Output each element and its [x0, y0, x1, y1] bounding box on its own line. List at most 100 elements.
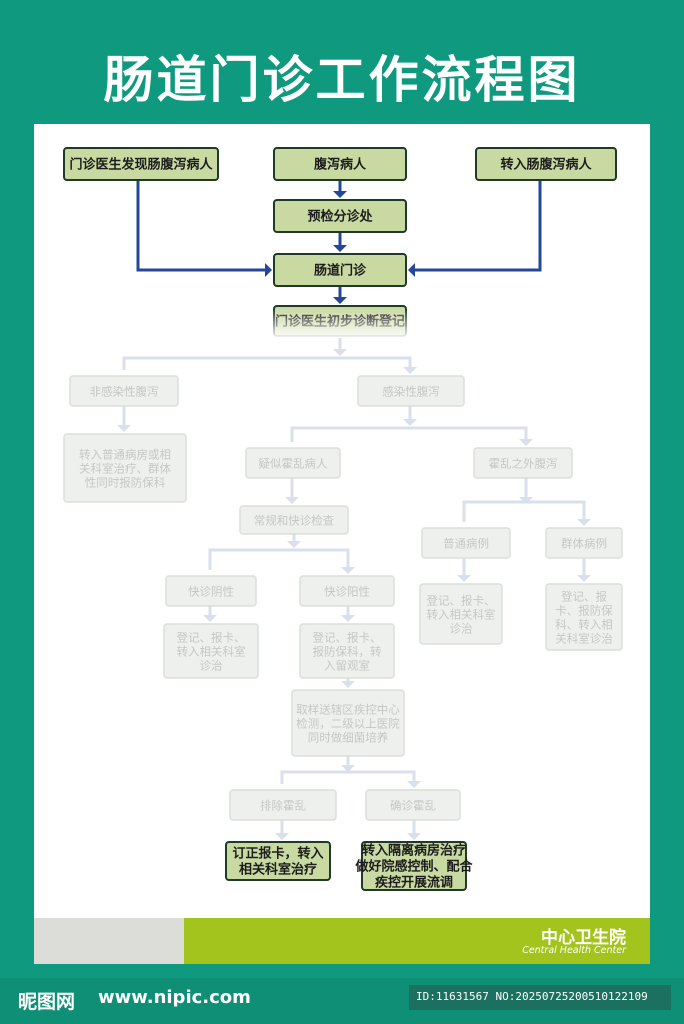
node-normal-case	[421, 527, 511, 559]
arrowhead-10	[285, 497, 299, 504]
connector-3	[412, 180, 542, 272]
watermark-logo: 昵图网	[18, 991, 76, 1013]
node-label-pre-triage: 预检分诊处	[307, 209, 373, 225]
node-normal-action	[419, 583, 503, 645]
node-infectious	[357, 375, 465, 407]
node-label-clinic: 肠道门诊	[314, 263, 367, 279]
node-label-transfer-in: 转入肠腹泻病人	[500, 157, 592, 173]
node-layer	[63, 147, 623, 891]
watermark-id: ID:11631567 NO:20250725200510122109	[416, 990, 648, 1003]
arrowhead-6	[403, 367, 417, 374]
node-rapid-positive	[299, 575, 395, 607]
flowchart: 门诊医生发现肠腹泻病人腹泻病人转入肠腹泻病人预检分诊处肠道门诊门诊医生初步诊断登…	[63, 147, 623, 891]
node-label-other-diarrhea: 霍乱之外腹泻	[489, 457, 558, 471]
node-doctor-find	[63, 147, 219, 181]
node-confirm-action	[361, 841, 467, 891]
connector-6	[122, 356, 412, 370]
node-label-confirm-action-2: 疾控开展流调	[375, 875, 453, 891]
node-group-action	[545, 583, 623, 651]
node-exclude-cholera	[229, 789, 337, 821]
node-transfer-in	[475, 147, 617, 181]
node-label-positive-action-0: 登记、报卡、	[313, 631, 382, 645]
arrowhead-8	[403, 419, 417, 426]
connector-2	[136, 180, 268, 272]
arrowhead-11	[287, 541, 301, 548]
arrowhead-4	[333, 297, 347, 304]
node-label-negative-action-2: 诊治	[200, 659, 223, 673]
arrowhead-20	[341, 765, 355, 772]
node-label-exclude-action-0: 订正报卡，转入	[232, 846, 323, 862]
arrowhead-22	[275, 833, 289, 840]
node-clinic	[273, 253, 407, 287]
node-pre-triage	[273, 199, 407, 233]
org-name: 中心卫生院	[541, 928, 626, 948]
node-label-exclude-cholera: 排除霍乱	[260, 799, 306, 813]
node-label-diarrhea-patient: 腹泻病人	[314, 157, 367, 173]
arrowhead-14	[577, 519, 591, 526]
arrowhead-18	[341, 615, 355, 622]
arrowhead-16	[577, 575, 591, 582]
node-label-exclude-action-1: 相关科室治疗	[239, 862, 317, 878]
connector-21	[280, 770, 416, 784]
fade-overlay	[268, 308, 418, 338]
node-label-group-case: 群体病例	[561, 537, 607, 551]
arrowhead-21	[407, 781, 421, 788]
arrowhead-23	[407, 833, 421, 840]
node-suspected-cholera	[245, 447, 341, 479]
node-label-doctor-find: 门诊医生发现肠腹泻病人	[69, 157, 213, 173]
arrowhead-0	[333, 191, 347, 198]
node-exclude-action	[225, 841, 331, 881]
connector-12	[208, 548, 350, 570]
node-label-non-infectious: 非感染性腹泻	[90, 385, 159, 399]
arrowhead-5	[333, 349, 347, 356]
arrowhead-2	[265, 263, 272, 277]
node-non-inf-action	[63, 433, 187, 503]
node-label-group-action-2: 科、转入相	[555, 618, 613, 632]
node-label-confirm-action-0: 转入隔离病房治疗	[362, 843, 466, 859]
connector-9	[290, 426, 528, 442]
node-label-group-action-3: 关科室诊治	[555, 632, 613, 646]
node-label-negative-action-1: 转入相关科室	[177, 645, 246, 659]
node-label-confirm-cholera: 确诊霍乱	[390, 799, 436, 813]
watermark-site[interactable]: www.nipic.com	[98, 987, 251, 1008]
node-label-rapid-negative: 快诊阴性	[188, 585, 234, 599]
node-other-diarrhea	[473, 447, 573, 479]
footer-green-block: 中心卫生院 Central Health Center	[184, 918, 650, 964]
node-label-sampling-0: 取样送辖区疾控中心	[296, 703, 400, 717]
arrowhead-17	[203, 615, 217, 622]
node-label-group-action-1: 卡、报防保	[555, 604, 613, 618]
node-label-infectious: 感染性腹泻	[382, 385, 440, 399]
arrowhead-1	[333, 245, 347, 252]
node-label-positive-action-2: 入留观室	[324, 659, 370, 673]
org-name-en: Central Health Center	[522, 945, 626, 956]
connector-layer	[117, 180, 591, 840]
node-routine-test	[239, 505, 349, 535]
page-title: 肠道门诊工作流程图	[103, 51, 581, 109]
node-sampling	[291, 689, 405, 757]
node-label-sampling-2: 同时做细菌培养	[308, 731, 389, 745]
node-label-negative-action-0: 登记、报卡、	[177, 631, 246, 645]
node-label-non-inf-action-0: 转入普通病房或相	[79, 448, 171, 462]
node-label-normal-action-1: 转入相关科室	[427, 608, 496, 622]
node-label-normal-action-2: 诊治	[450, 622, 473, 636]
watermark-id-box	[409, 985, 671, 1010]
node-label-positive-action-1: 报防保科，转	[313, 645, 382, 659]
footer-grey-block	[34, 918, 184, 964]
arrowhead-15	[457, 575, 471, 582]
node-label-normal-action-0: 登记、报卡、	[427, 594, 496, 608]
node-label-confirm-action-1: 做好院感控制、配合	[354, 859, 473, 875]
node-rapid-negative	[165, 575, 257, 607]
node-diarrhea-patient	[273, 147, 407, 181]
connector-14	[462, 500, 586, 522]
arrowhead-3	[408, 263, 415, 277]
node-positive-action	[299, 623, 395, 679]
watermark-bar: 昵图网 www.nipic.com ID:11631567 NO:2025072…	[0, 978, 684, 1024]
node-label-non-inf-action-1: 关科室治疗、群体	[79, 462, 171, 476]
node-label-sampling-1: 检测，二级以上医院	[296, 717, 400, 731]
arrowhead-12	[341, 567, 355, 574]
node-label-non-inf-action-2: 性同时报防保科	[85, 476, 166, 490]
arrowhead-19	[341, 681, 355, 688]
node-negative-action	[163, 623, 259, 679]
node-confirm-cholera	[365, 789, 461, 821]
node-label-suspected-cholera: 疑似霍乱病人	[259, 457, 328, 471]
